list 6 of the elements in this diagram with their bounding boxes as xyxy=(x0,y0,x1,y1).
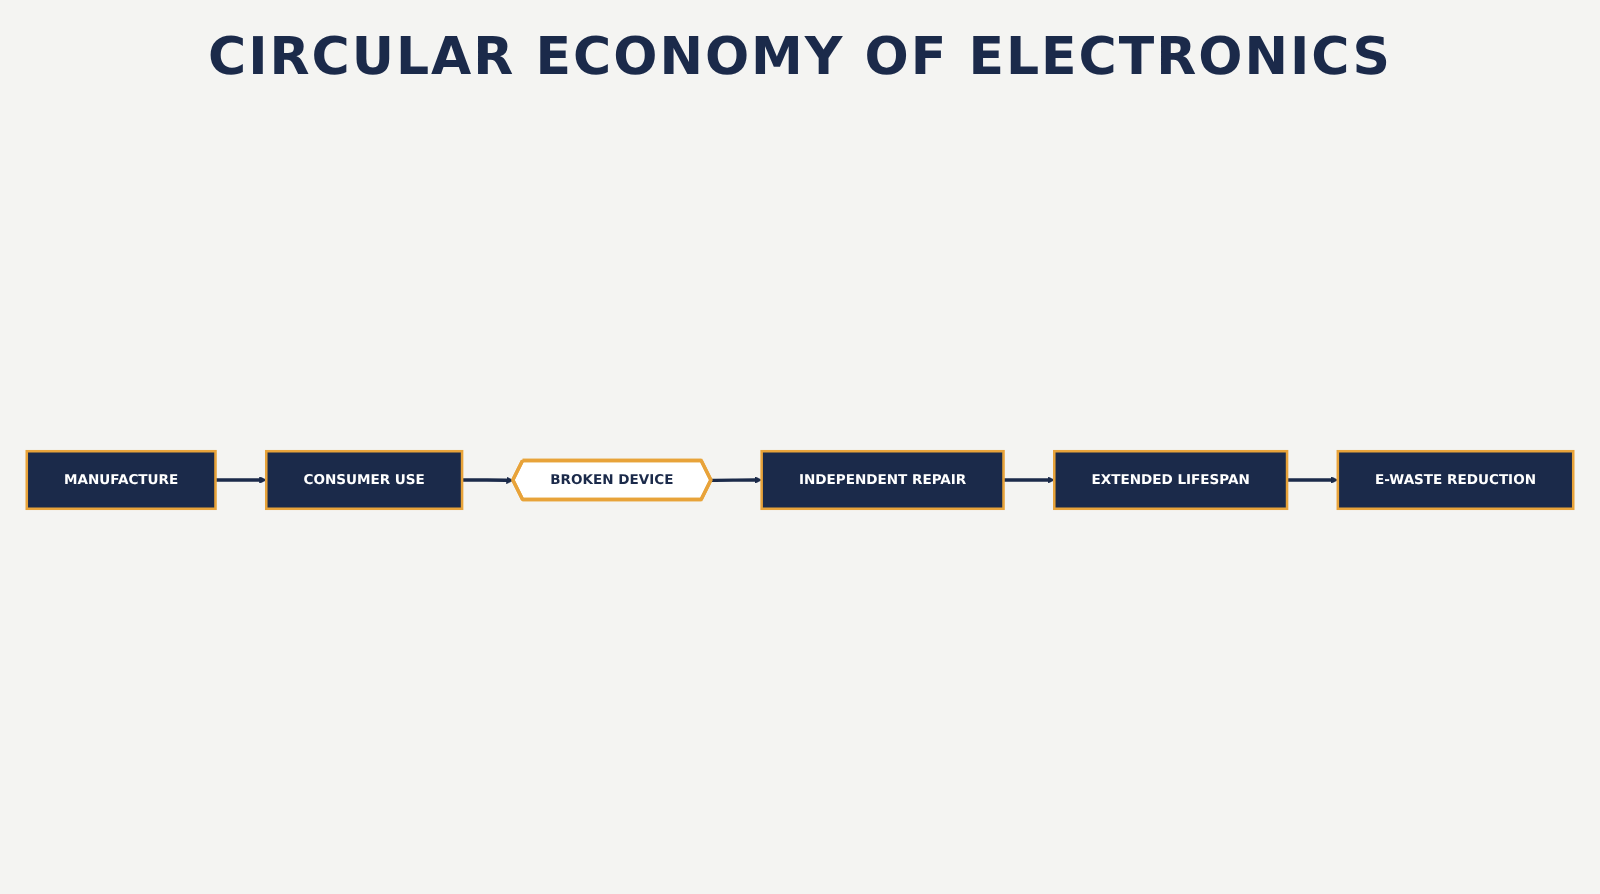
arrow xyxy=(1287,476,1339,484)
arrow xyxy=(215,476,267,484)
arrow xyxy=(462,476,514,485)
title: CIRCULAR ECONOMY OF ELECTRONICS xyxy=(206,28,1394,88)
arrow xyxy=(711,476,762,484)
arrow xyxy=(1003,476,1055,484)
